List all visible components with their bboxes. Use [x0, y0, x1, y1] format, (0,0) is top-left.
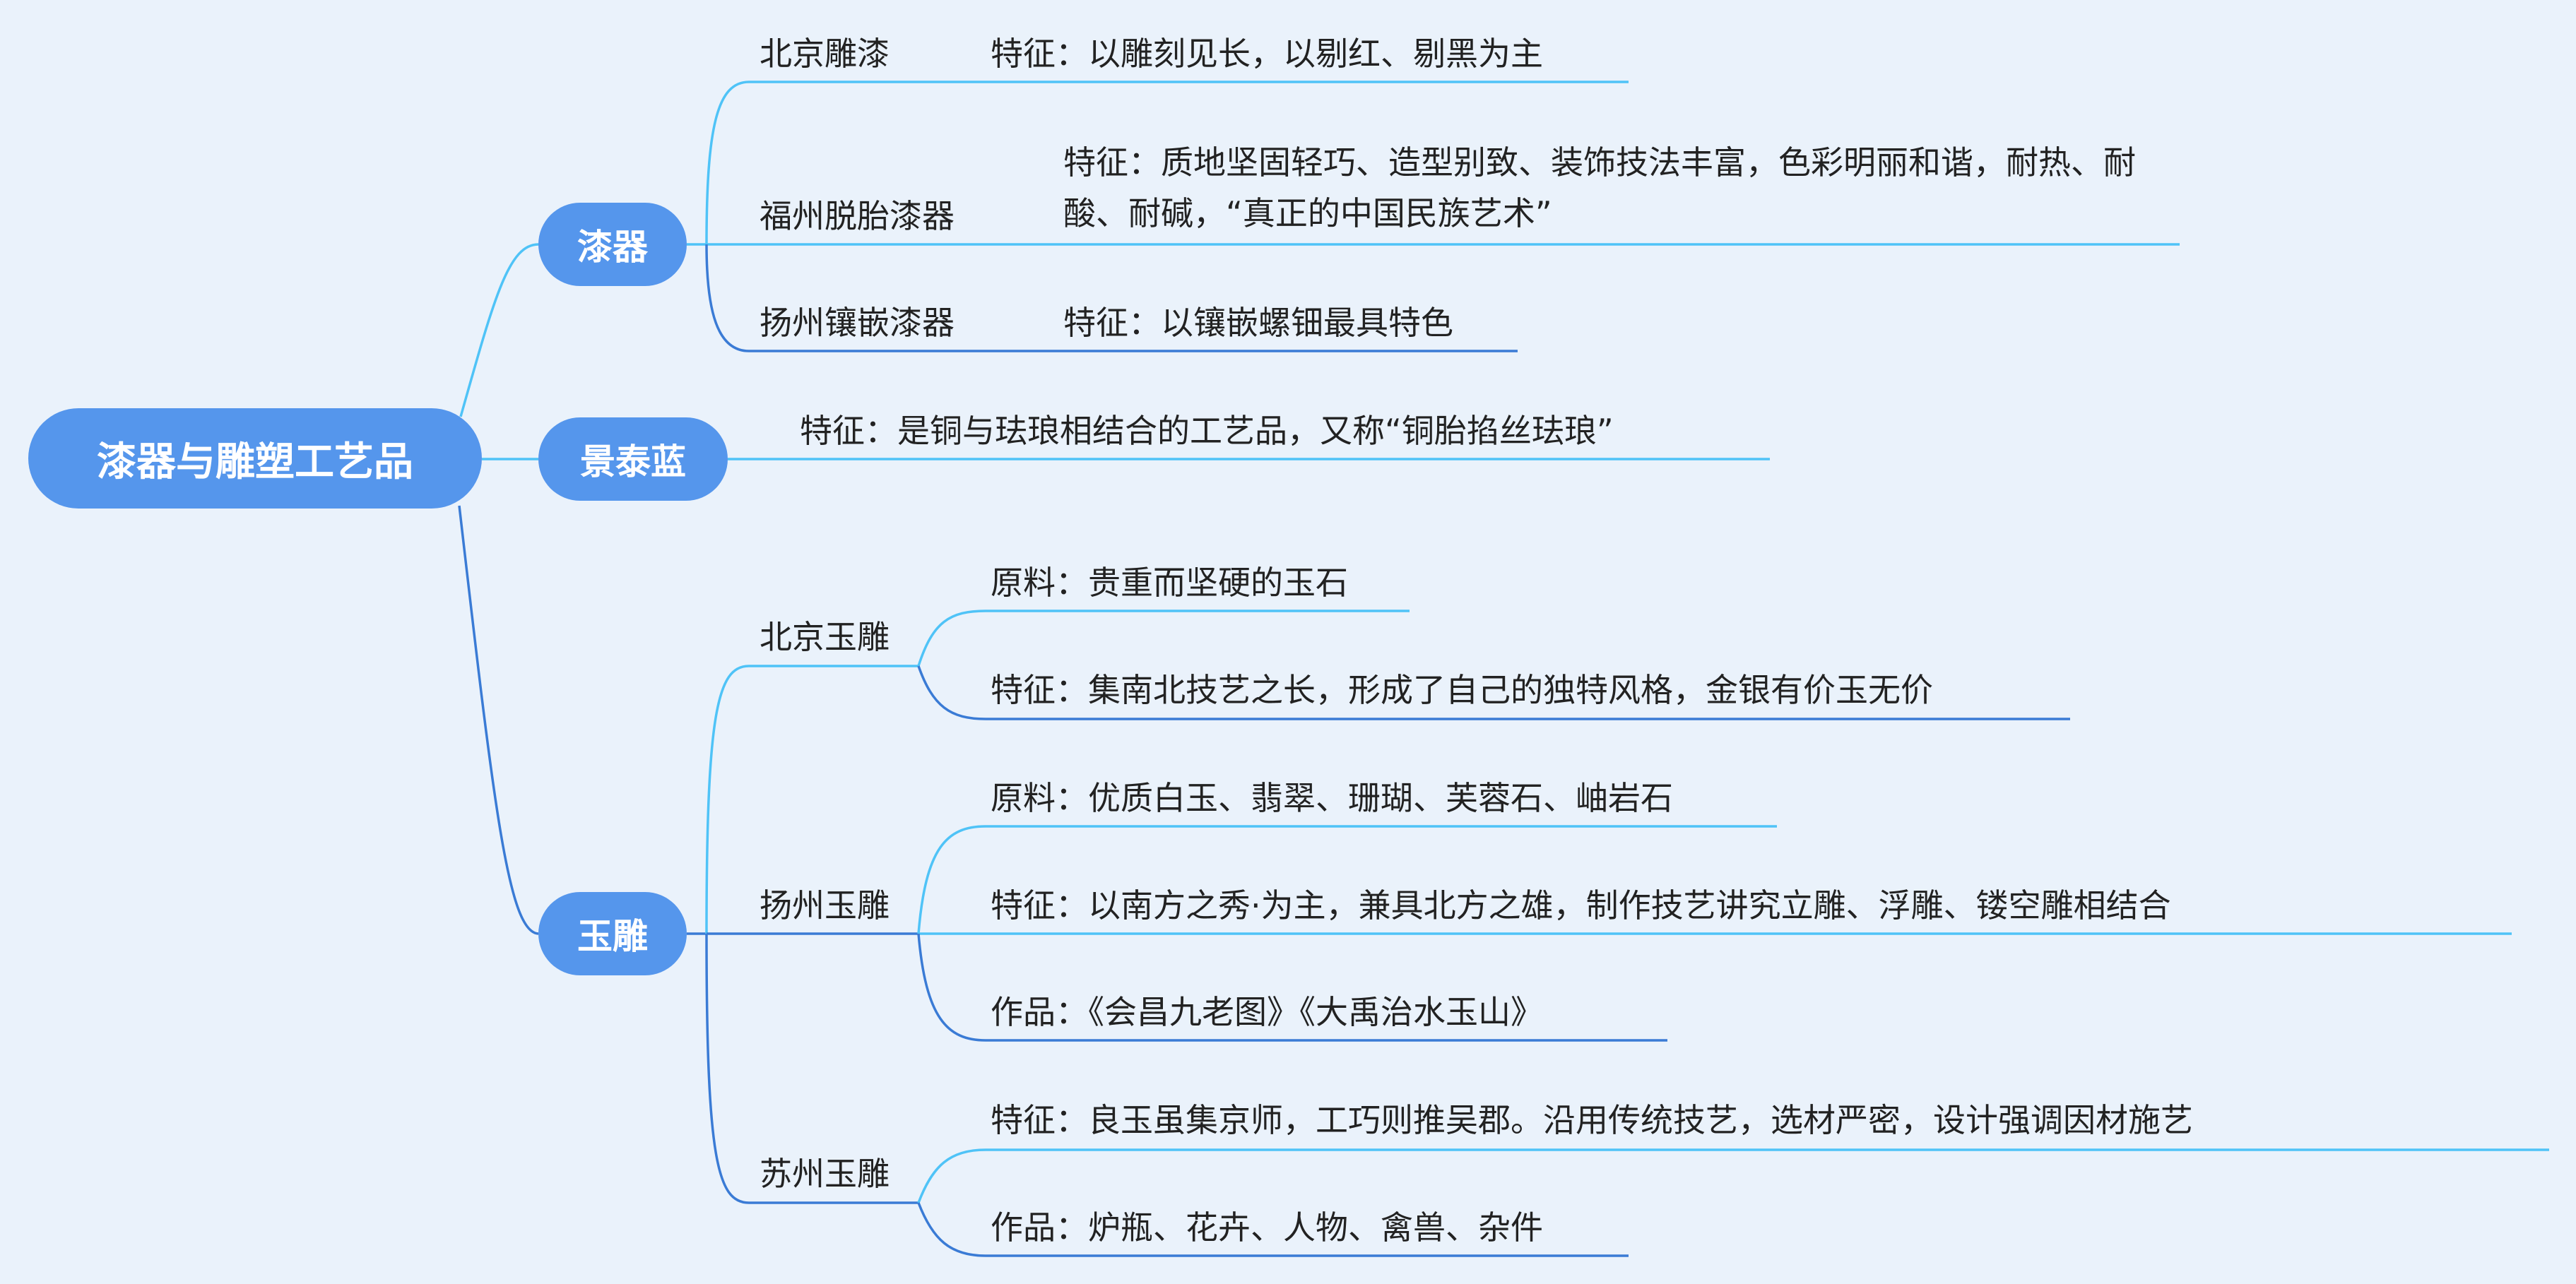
jade-beijing-feature[interactable]: 特征：集南北技艺之长，形成了自己的独特风格，金银有价玉无价	[991, 671, 1933, 709]
lacquer-fuzhou-feature[interactable]: 特征：质地坚固轻巧、造型别致、装饰技法丰富，色彩明丽和谐，耐热、耐酸、耐碱，“真…	[1063, 143, 2136, 232]
jade-yangzhou-material[interactable]: 原料：优质白玉、翡翠、珊瑚、芙蓉石、岫岩石	[991, 779, 1673, 817]
link-root-lacquer	[459, 243, 539, 417]
branch-lacquer[interactable]: 漆器	[538, 203, 687, 286]
lacquer-beijing-feature[interactable]: 特征：以雕刻见长，以剔红、剔黑为主	[991, 35, 1543, 73]
jade-suzhou-label[interactable]: 苏州玉雕	[760, 1155, 890, 1193]
link-root-jade	[458, 505, 539, 935]
link-lacquer-yangzhou	[705, 244, 1518, 352]
link-sz-jade-feature	[917, 1148, 2549, 1203]
link-jade-suzhou	[705, 933, 918, 1204]
branch-jade[interactable]: 玉雕	[538, 892, 687, 975]
jade-beijing-label[interactable]: 北京玉雕	[760, 618, 890, 656]
jade-yangzhou-works[interactable]: 作品：《会昌九老图》《大禹治水玉山》	[991, 993, 1543, 1031]
cloisonne-feature[interactable]: 特征：是铜与珐琅相结合的工艺品，又称“铜胎掐丝珐琅”	[800, 412, 1614, 450]
lacquer-fuzhou-label[interactable]: 福州脱胎漆器	[760, 197, 955, 235]
link-yz-jade-works	[917, 933, 1667, 1042]
link-yz-jade-material	[917, 825, 1777, 934]
jade-yangzhou-feature[interactable]: 特征：以南方之秀·为主，兼具北方之雄，制作技艺讲究立雕、浮雕、镂空雕相结合	[991, 886, 2171, 925]
link-jade-beijing	[705, 665, 918, 934]
jade-suzhou-feature[interactable]: 特征：良玉虽集京师，工巧则推吴郡。沿用传统技艺，选材严密，设计强调因材施艺	[991, 1101, 2193, 1139]
link-sz-jade-works	[917, 1202, 1629, 1257]
jade-suzhou-works[interactable]: 作品：炉瓶、花卉、人物、禽兽、杂件	[991, 1208, 1543, 1247]
jade-yangzhou-label[interactable]: 扬州玉雕	[760, 886, 890, 925]
branch-cloisonne-label: 景泰蓝	[580, 441, 686, 482]
root-label: 漆器与雕塑工艺品	[97, 439, 413, 485]
link-bj-jade-feature	[917, 665, 2070, 720]
link-bj-jade-material	[917, 610, 1410, 667]
root-node[interactable]: 漆器与雕塑工艺品	[28, 408, 482, 509]
branch-cloisonne[interactable]: 景泰蓝	[538, 417, 728, 501]
branch-lacquer-label: 漆器	[577, 227, 648, 268]
lacquer-beijing-label[interactable]: 北京雕漆	[760, 35, 890, 73]
branch-jade-label: 玉雕	[577, 916, 648, 957]
jade-beijing-material[interactable]: 原料：贵重而坚硬的玉石	[991, 564, 1348, 602]
link-lacquer-beijing	[705, 81, 1629, 245]
lacquer-yangzhou-feature[interactable]: 特征：以镶嵌螺钿最具特色	[1063, 304, 1453, 342]
lacquer-yangzhou-label[interactable]: 扬州镶嵌漆器	[760, 304, 955, 342]
